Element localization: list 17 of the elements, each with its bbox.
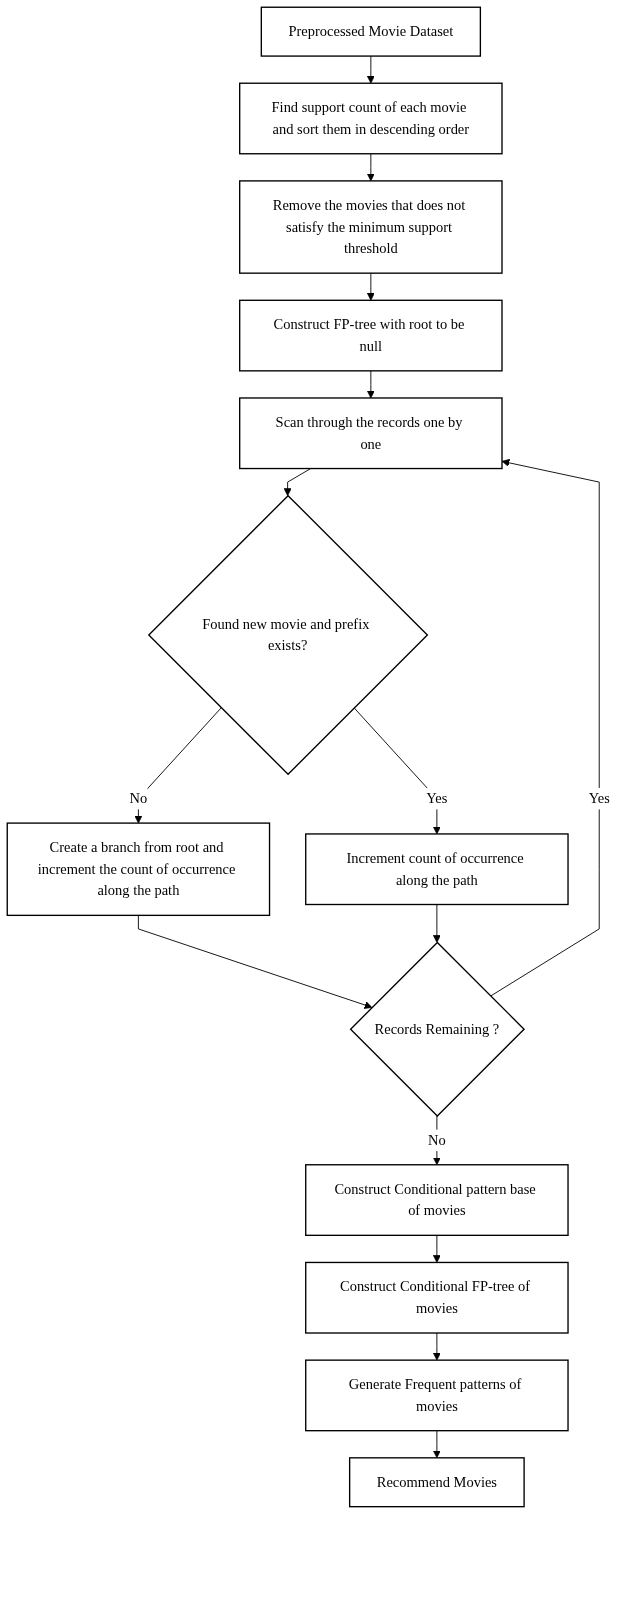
node-box: Construct Conditional pattern base of movies: [305, 1164, 569, 1236]
node-box: Remove the movies that does not satisfy the minimum support threshold: [239, 180, 503, 274]
node-box: Scan through the records one by one: [239, 397, 503, 470]
node-box: Create a branch from root and increment the count of occurrence along the path: [6, 822, 271, 917]
node-box: Increment count of occurrence along the path: [305, 833, 569, 906]
node-box: Preprocessed Movie Dataset: [260, 6, 482, 57]
edge-label: No: [129, 790, 148, 806]
node-box: Construct Conditional FP-tree of movies: [305, 1261, 569, 1334]
node-diamond: Records Remaining ?: [349, 941, 525, 1117]
node-box: Generate Frequent patterns of movies: [305, 1359, 569, 1432]
node-box: Recommend Movies: [348, 1457, 525, 1508]
edge-label: No: [428, 1132, 446, 1148]
edge-label: Yes: [588, 790, 610, 806]
edge-label: Yes: [426, 790, 448, 806]
node-box: Construct FP-tree with root to be null: [239, 299, 503, 372]
node-box: Find support count of each movie and sort them in descending order: [239, 82, 503, 155]
node-diamond: Found new movie and prefix exists?: [147, 494, 429, 776]
